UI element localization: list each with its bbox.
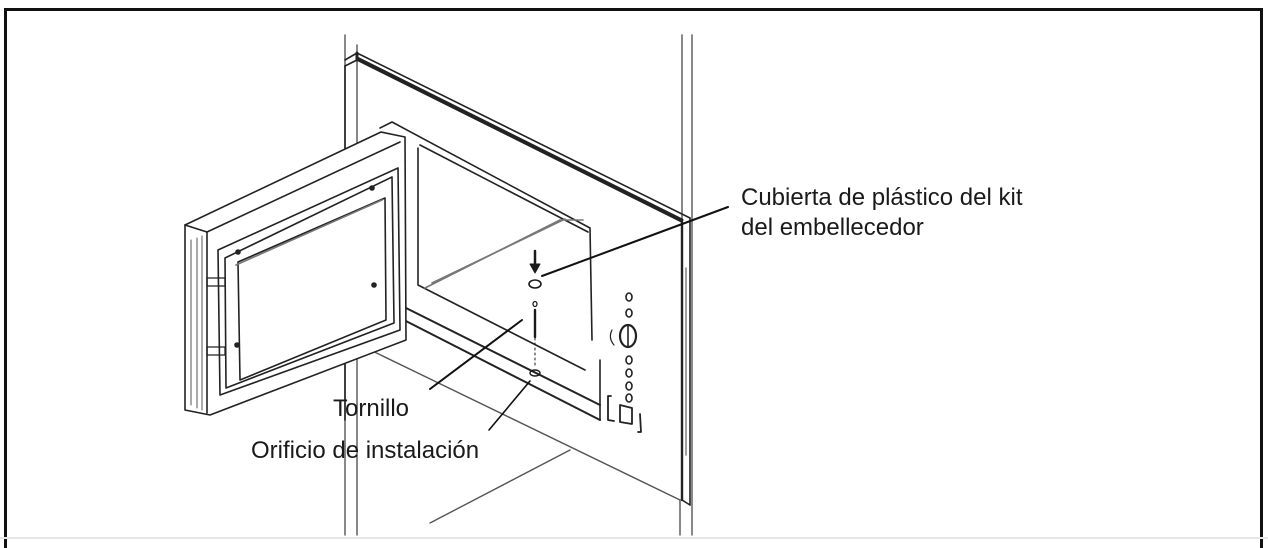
plastic-cover-label: Cubierta de plástico del kit del embelle…: [741, 183, 1022, 243]
control-panel: [607, 292, 642, 433]
button-icon: [625, 368, 633, 378]
button-icon: [625, 308, 633, 318]
microwave-door: [184, 131, 407, 416]
installation-hole-label: Orificio de instalación: [251, 437, 480, 464]
plastic-cover-label-line1: Cubierta de plástico del kit: [741, 184, 1023, 211]
figure-frame: [4, 8, 1263, 548]
oven-cavity: [379, 121, 601, 421]
hole-leader-line: [488, 380, 531, 431]
button-icon: [625, 393, 633, 403]
door-release-icon: [607, 395, 642, 433]
installation-hole-icon: [529, 369, 541, 377]
button-icon: [625, 381, 633, 391]
screw-label: Tornillo: [333, 395, 410, 422]
cover-leader-line: [541, 206, 729, 277]
screw-head-icon: [532, 300, 538, 308]
leader-lines: [429, 206, 729, 431]
button-icon: [625, 355, 633, 365]
plastic-cover-icon: [528, 279, 542, 289]
plastic-cover-label-line2: del embellecedor: [741, 214, 924, 241]
button-icon: [625, 292, 633, 302]
screw-leader-line: [429, 319, 523, 390]
installation-parts: [528, 249, 542, 377]
bottom-edge: [0, 537, 1268, 539]
